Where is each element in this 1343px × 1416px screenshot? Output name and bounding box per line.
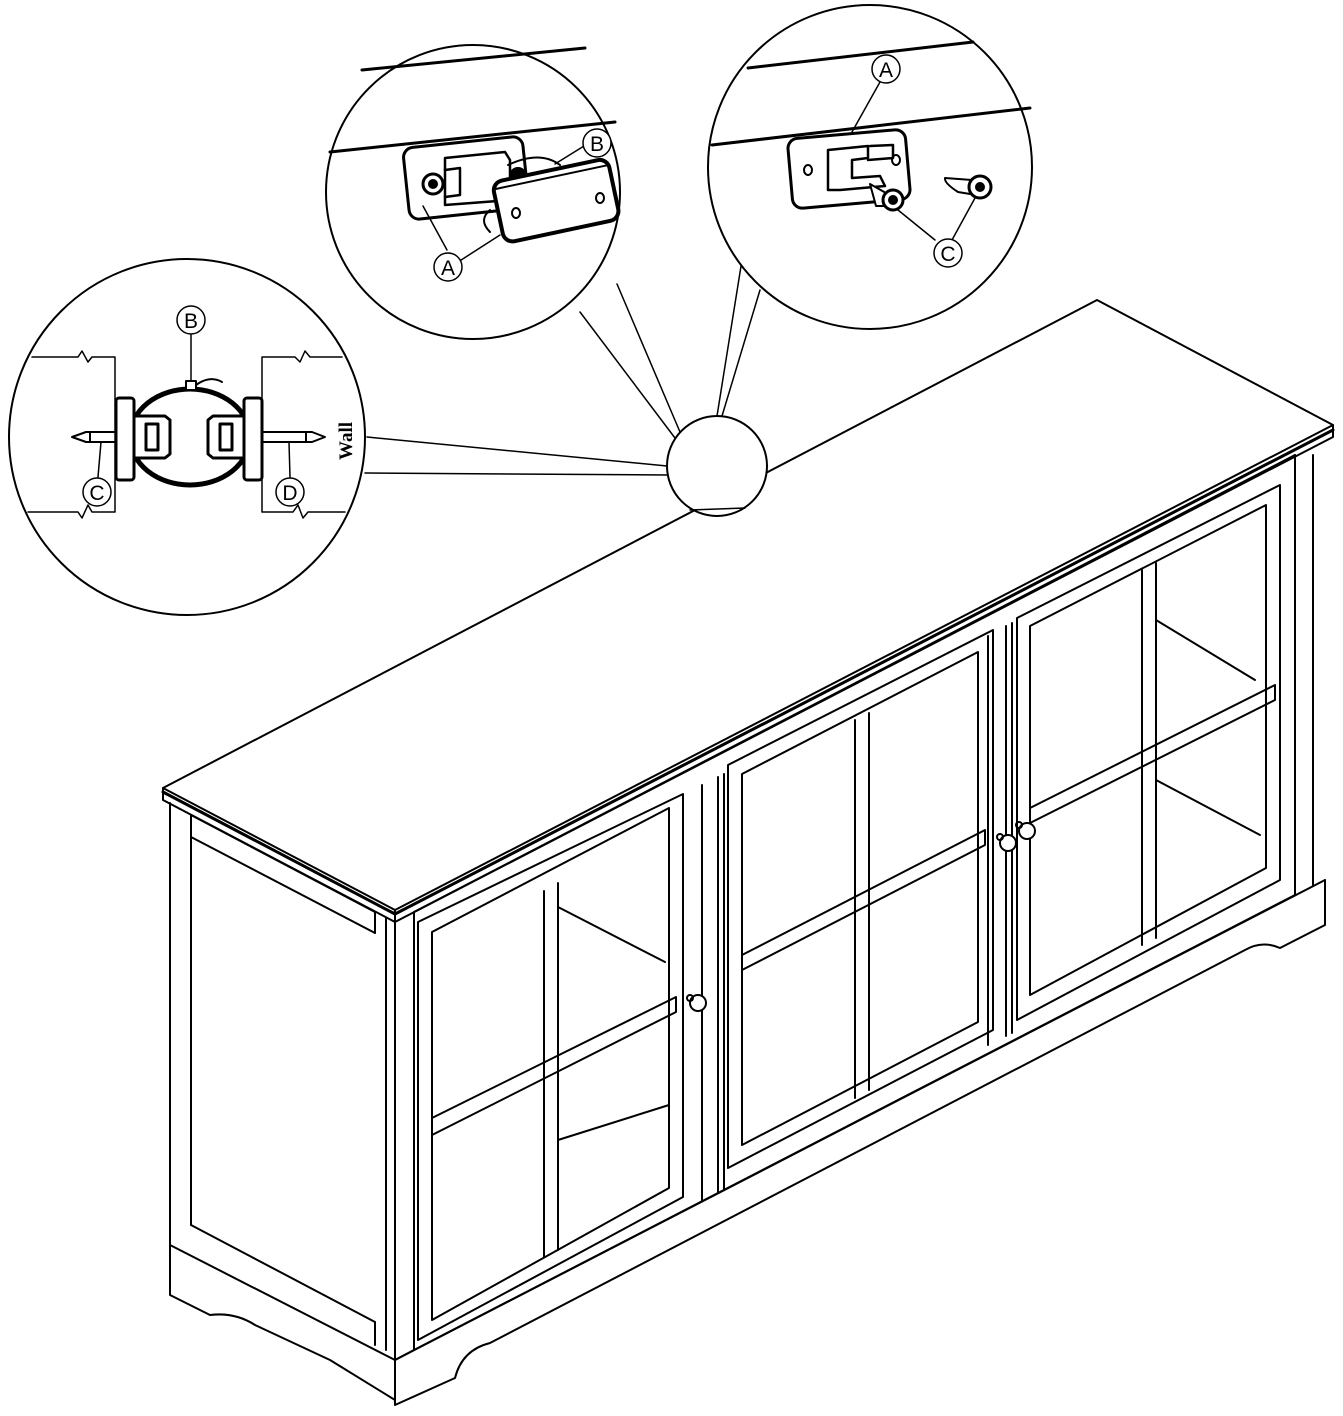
label-a-text: A (879, 59, 893, 82)
label-d-text: D (282, 482, 297, 505)
knob-right (1015, 821, 1036, 840)
label-a-plate (871, 54, 901, 84)
cabinet-stiles (701, 622, 1013, 1201)
label-b-text: B (184, 310, 198, 333)
label-c-plate (933, 238, 963, 268)
label-a-assembled (433, 252, 463, 282)
label-c-top-view (82, 477, 112, 507)
cabinet-front-frame (394, 454, 1296, 1361)
detail-assembled: B A (325, 44, 621, 340)
label-c-text: C (940, 243, 955, 266)
detail-plate-screws: A C (707, 4, 1033, 330)
cabinet-door-middle (727, 629, 994, 1169)
cabinet-door-left (417, 793, 684, 1341)
cabinet (161, 299, 1335, 1406)
label-d-top-view (275, 477, 305, 507)
cabinet-door-right (1016, 484, 1281, 1021)
label-b-text: B (590, 133, 604, 156)
cabinet-side-panel (169, 802, 387, 1351)
wall-label: Wall (336, 422, 357, 460)
label-a-text: A (441, 257, 455, 280)
label-b-top-view (176, 305, 206, 335)
knob-left (686, 994, 707, 1012)
knob-center (996, 833, 1017, 852)
detail-top-view: B C D Wall (8, 258, 366, 616)
label-b-assembled (582, 128, 612, 158)
label-c-text: C (89, 482, 104, 505)
detail-callout (364, 259, 768, 517)
